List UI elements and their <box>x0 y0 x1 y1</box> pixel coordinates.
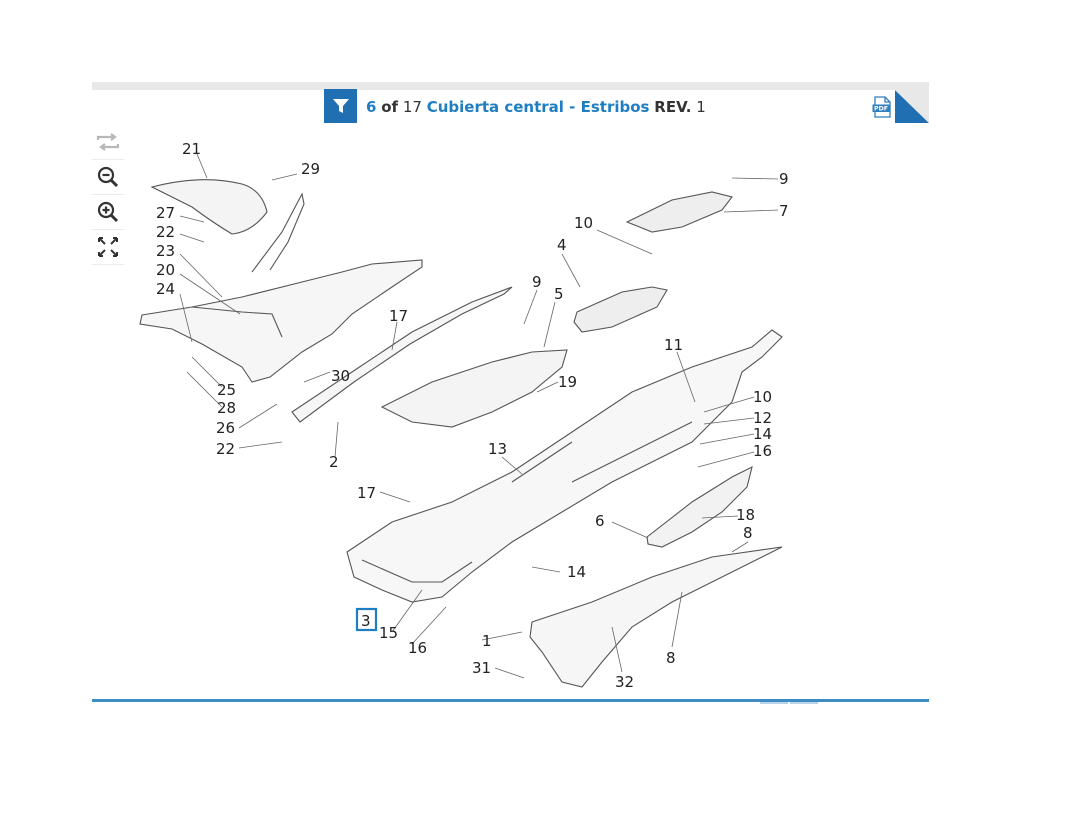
rotate-icon <box>96 133 120 151</box>
callout-16[interactable]: 16 <box>753 442 772 460</box>
page-title: 6 of 17 Cubierta central - Estribos REV.… <box>366 96 706 118</box>
zoom-in-button[interactable] <box>92 195 124 230</box>
callout-11[interactable]: 11 <box>664 336 683 354</box>
pdf-icon-label: PDF <box>874 106 888 113</box>
callout-13[interactable]: 13 <box>488 440 507 458</box>
scroll-indicator-1[interactable] <box>760 702 788 704</box>
callout-6[interactable]: 6 <box>595 512 605 530</box>
callout-3-highlighted[interactable]: 3 <box>361 612 371 630</box>
current-page-number: 6 <box>366 98 377 116</box>
filter-icon <box>332 99 349 113</box>
callout-28[interactable]: 28 <box>217 399 236 417</box>
callout-31[interactable]: 31 <box>472 659 491 677</box>
view-toolbar <box>92 125 124 265</box>
callout-1[interactable]: 1 <box>482 632 492 650</box>
part-callouts: 21 29 27 22 23 20 24 25 28 26 22 17 30 2… <box>156 140 789 691</box>
pdf-icon: PDF <box>872 96 891 118</box>
callout-14[interactable]: 14 <box>753 425 772 443</box>
callout-10[interactable]: 10 <box>574 214 593 232</box>
callout-23[interactable]: 23 <box>156 242 175 260</box>
callout-17b[interactable]: 17 <box>357 484 376 502</box>
callout-29[interactable]: 29 <box>301 160 320 178</box>
callout-18[interactable]: 18 <box>736 506 755 524</box>
fit-screen-button[interactable] <box>92 230 124 265</box>
callout-32[interactable]: 32 <box>615 673 634 691</box>
callout-15[interactable]: 15 <box>379 624 398 642</box>
parts-outlines <box>139 179 783 688</box>
callout-14b[interactable]: 14 <box>567 563 586 581</box>
fit-screen-icon <box>98 237 118 257</box>
callout-25[interactable]: 25 <box>217 381 236 399</box>
callout-9b[interactable]: 9 <box>779 170 789 188</box>
callout-2[interactable]: 2 <box>329 453 339 471</box>
callout-7[interactable]: 7 <box>779 202 789 220</box>
parts-diagram: 21 29 27 22 23 20 24 25 28 26 22 17 30 2… <box>139 140 789 691</box>
callout-22b[interactable]: 22 <box>216 440 235 458</box>
callout-10b[interactable]: 10 <box>753 388 772 406</box>
exploded-view-viewer: 6 of 17 Cubierta central - Estribos REV.… <box>92 82 929 704</box>
rotate-button[interactable] <box>92 125 124 160</box>
callout-21[interactable]: 21 <box>182 140 201 158</box>
of-label: of <box>381 98 399 116</box>
callout-8[interactable]: 8 <box>743 524 753 542</box>
leader-lines <box>179 153 779 679</box>
top-strip <box>92 82 929 90</box>
highlighted-callout-box[interactable] <box>355 607 378 632</box>
callout-30[interactable]: 30 <box>331 367 350 385</box>
total-pages: 17 <box>402 98 422 116</box>
callout-9[interactable]: 9 <box>532 273 542 291</box>
rev-label: REV. <box>654 98 692 116</box>
zoom-in-icon <box>97 201 119 223</box>
filter-button[interactable] <box>324 89 357 123</box>
callout-12[interactable]: 12 <box>753 409 772 427</box>
callout-24[interactable]: 24 <box>156 280 175 298</box>
bottom-divider <box>92 699 929 702</box>
zoom-out-icon <box>97 166 119 188</box>
corner-fold-icon[interactable] <box>895 90 929 123</box>
rev-number: 1 <box>696 98 706 116</box>
callout-4[interactable]: 4 <box>557 236 567 254</box>
scroll-indicator-2[interactable] <box>790 702 818 704</box>
callout-27[interactable]: 27 <box>156 204 175 222</box>
section-title-link[interactable]: Cubierta central - Estribos <box>426 98 650 116</box>
callout-26[interactable]: 26 <box>216 419 235 437</box>
callout-5[interactable]: 5 <box>554 285 564 303</box>
callout-22[interactable]: 22 <box>156 223 175 241</box>
zoom-out-button[interactable] <box>92 160 124 195</box>
callout-17[interactable]: 17 <box>389 307 408 325</box>
callout-20[interactable]: 20 <box>156 261 175 279</box>
callout-16b[interactable]: 16 <box>408 639 427 657</box>
pdf-download-button[interactable]: PDF <box>872 96 892 118</box>
callout-19[interactable]: 19 <box>558 373 577 391</box>
callout-8b[interactable]: 8 <box>666 649 676 667</box>
